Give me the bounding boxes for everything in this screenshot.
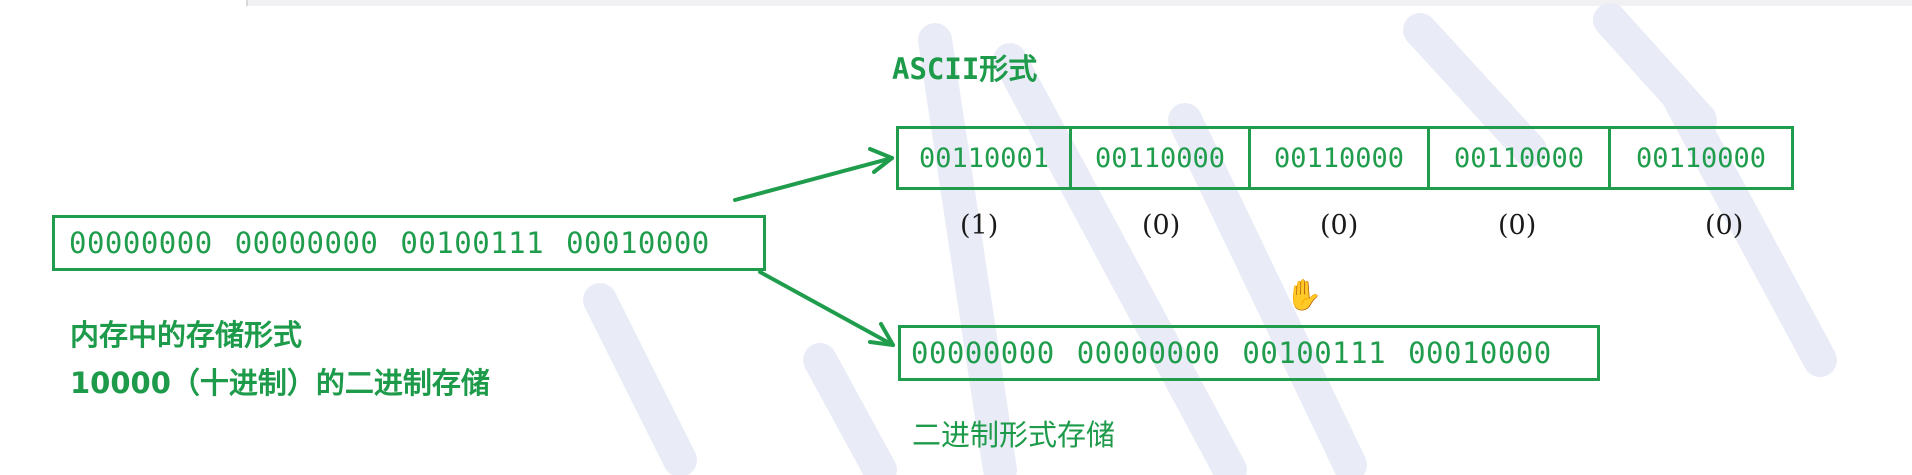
binary-form-label: 二进制形式存储 (912, 418, 1116, 452)
ascii-digit-label: (0) (1142, 210, 1181, 241)
ascii-digit-label: (0) (1320, 210, 1359, 241)
ascii-byte-cell: 00110000 (1608, 126, 1794, 190)
memory-byte: 00010000 (566, 226, 710, 260)
binary-storage-box: 00000000 00000000 00100111 00010000 (898, 325, 1600, 381)
decimal-binary-label: 10000（十进制）的二进制存储 (70, 366, 490, 400)
ascii-byte-cell: 00110000 (1427, 126, 1611, 190)
hand-cursor-icon: ✋ (1285, 278, 1323, 313)
arrow-to-binary (758, 270, 895, 347)
ascii-form-label: ASCII形式 (892, 52, 1038, 86)
ascii-byte-cell: 00110001 (896, 126, 1072, 190)
top-toolbar-strip (246, 0, 1912, 6)
ascii-digit-label: (1) (960, 210, 999, 241)
binary-byte: 00000000 (911, 336, 1055, 370)
binary-byte: 00100111 (1242, 336, 1387, 370)
ascii-byte-cell: 00110000 (1248, 126, 1430, 190)
ascii-digit-label: (0) (1705, 210, 1744, 241)
binary-byte: 00000000 (1076, 336, 1221, 370)
memory-byte: 00100111 (400, 226, 545, 260)
memory-byte: 00000000 (234, 226, 379, 260)
memory-form-label: 内存中的存储形式 (70, 318, 303, 352)
memory-storage-box: 00000000 00000000 00100111 00010000 (52, 215, 766, 271)
ascii-digit-label: (0) (1498, 210, 1537, 241)
ascii-byte-row: 00110001 00110000 00110000 00110000 0011… (896, 126, 1794, 190)
memory-byte: 00000000 (69, 226, 213, 260)
binary-byte: 00010000 (1408, 336, 1552, 370)
arrow-to-ascii (733, 156, 894, 202)
